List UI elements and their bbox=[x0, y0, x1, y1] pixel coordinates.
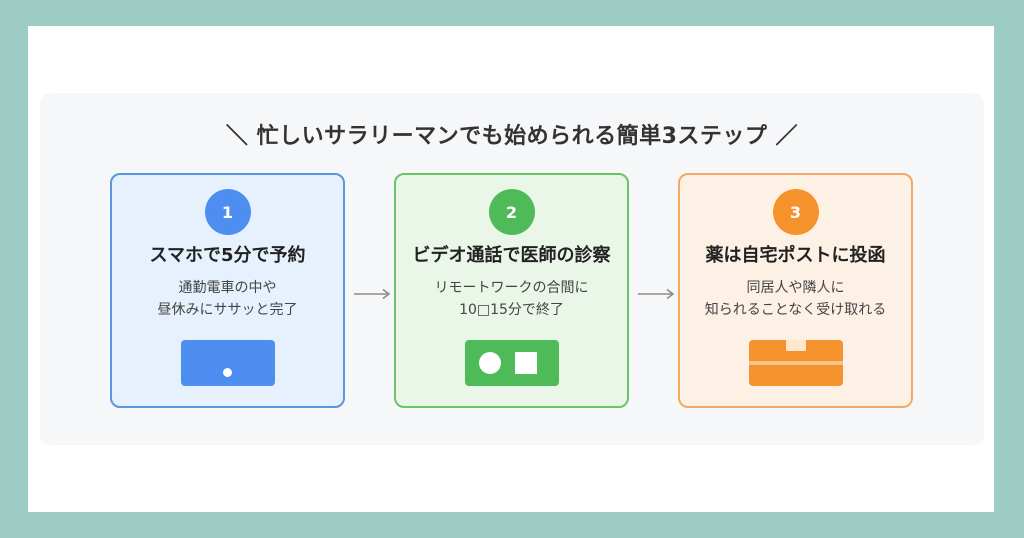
step-description-line: 10□15分で終了 bbox=[459, 302, 564, 318]
arrow-right-icon bbox=[354, 288, 391, 300]
step-description-line: 昼休みにササッと完了 bbox=[157, 302, 298, 318]
step-title: スマホで5分で予約 bbox=[149, 245, 306, 266]
screen-square-shape bbox=[514, 352, 537, 374]
step-number-badge: 1 bbox=[204, 189, 251, 235]
camera-lens-shape bbox=[478, 352, 501, 374]
step-description-line: 同居人や隣人に bbox=[746, 280, 845, 296]
step-number-badge: 3 bbox=[772, 189, 819, 235]
step-description-line: 通勤電車の中や bbox=[178, 280, 277, 296]
home-button-dot bbox=[222, 368, 232, 377]
step-description: 同居人や隣人に 知られることなく受け取れる bbox=[686, 277, 905, 321]
step-number-badge: 2 bbox=[488, 189, 535, 235]
package-icon bbox=[748, 340, 843, 386]
step-description-line: リモートワークの合間に bbox=[434, 280, 589, 296]
step-description: 通勤電車の中や 昼休みにササッと完了 bbox=[118, 277, 337, 321]
video-call-icon bbox=[464, 340, 559, 386]
step-card-2: 2 ビデオ通話で医師の診察 リモートワークの合間に 10□15分で終了 bbox=[394, 173, 629, 408]
smartphone-icon bbox=[180, 340, 275, 386]
package-tab bbox=[785, 340, 806, 351]
step-card-3: 3 薬は自宅ポストに投函 同居人や隣人に 知られることなく受け取れる bbox=[678, 173, 913, 408]
package-stripe bbox=[748, 361, 843, 365]
arrow-right-icon bbox=[638, 288, 675, 300]
steps-panel: ＼ 忙しいサラリーマンでも始められる簡単3ステップ ／ 1 スマホで5分で予約 … bbox=[40, 93, 984, 445]
step-title: ビデオ通話で医師の診察 bbox=[412, 245, 611, 266]
diagram-title: ＼ 忙しいサラリーマンでも始められる簡単3ステップ ／ bbox=[225, 124, 799, 149]
frame: ＼ 忙しいサラリーマンでも始められる簡単3ステップ ／ 1 スマホで5分で予約 … bbox=[28, 26, 994, 512]
step-description-line: 知られることなく受け取れる bbox=[704, 302, 887, 318]
step-title: 薬は自宅ポストに投函 bbox=[705, 245, 886, 266]
step-card-1: 1 スマホで5分で予約 通勤電車の中や 昼休みにササッと完了 bbox=[110, 173, 345, 408]
step-description: リモートワークの合間に 10□15分で終了 bbox=[402, 277, 621, 321]
